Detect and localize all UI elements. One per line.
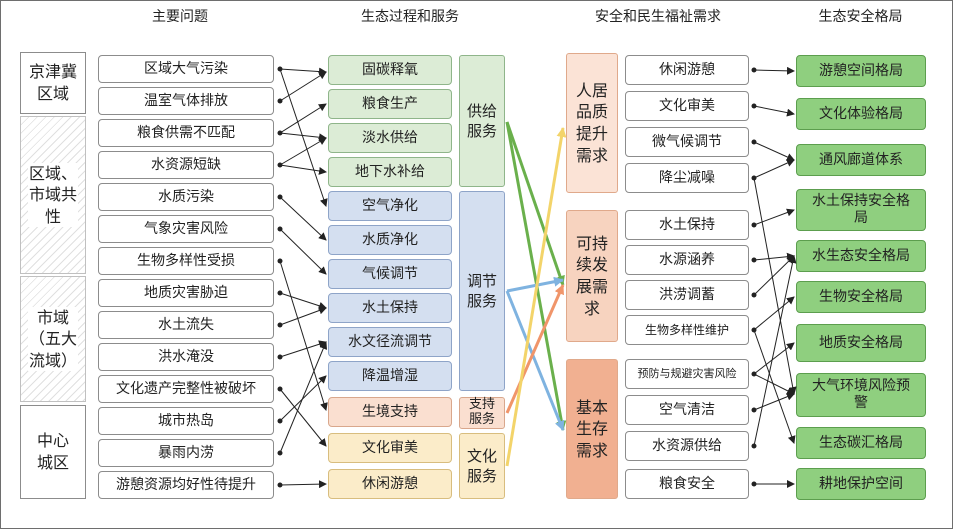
regulate-to-basic-arrow <box>505 290 565 431</box>
need-4: 降尘减噪 <box>625 163 749 193</box>
header-problems: 主要问题 <box>152 9 208 25</box>
problem-14: 游憩资源均好性待提升 <box>98 471 274 499</box>
need-category-label: 基本生存需求 <box>575 397 608 460</box>
service-need-links <box>505 121 567 467</box>
need-security-links <box>753 66 797 488</box>
service-label: 文化服务 <box>466 446 497 485</box>
need-6: 水源涵养 <box>625 245 749 275</box>
service-support: 支持服务 <box>459 397 505 429</box>
region-common: 区域、市域共性 <box>20 116 86 274</box>
process-11: 生境支持 <box>328 397 452 427</box>
process-8: 水土保持 <box>328 293 452 323</box>
problem-12: 城市热岛 <box>98 407 274 435</box>
problem-process-links <box>279 67 328 489</box>
header-processes: 生态过程和服务 <box>361 9 459 25</box>
need-2: 文化审美 <box>625 91 749 121</box>
security-4-label: 水土保持安全格局 <box>812 193 910 226</box>
region-jingjinji: 京津冀区域 <box>20 52 86 114</box>
process-2: 粮食生产 <box>328 89 452 119</box>
problem-10: 洪水淹没 <box>98 343 274 371</box>
problem-11: 文化遗产完整性被破坏 <box>98 375 274 403</box>
support-to-sustainable-arrow <box>505 284 565 414</box>
need-category-label: 可持续发展需求 <box>575 233 608 318</box>
process-3: 淡水供给 <box>328 123 452 153</box>
supply-to-basic-arrow <box>505 121 567 431</box>
need-9-label: 预防与规避灾害风险 <box>637 367 737 381</box>
security-9: 生态碳汇格局 <box>796 427 926 459</box>
regulate-to-quality-arrow <box>506 276 564 293</box>
region-label: 市域（五大流域） <box>28 306 78 372</box>
problem-5: 水质污染 <box>98 183 274 211</box>
culture-to-quality-arrow <box>505 127 567 467</box>
security-2: 文化体验格局 <box>796 98 926 130</box>
security-8: 大气环境风险预警 <box>796 373 926 417</box>
process-9: 水文径流调节 <box>328 327 452 357</box>
security-6: 生物安全格局 <box>796 281 926 313</box>
process-1: 固碳释氧 <box>328 55 452 85</box>
security-1: 游憩空间格局 <box>796 55 926 87</box>
problem-13: 暴雨内涝 <box>98 439 274 467</box>
need-7: 洪涝调蓄 <box>625 280 749 310</box>
process-13: 休闲游憩 <box>328 469 452 499</box>
need-3: 微气候调节 <box>625 127 749 157</box>
need-category-label: 人居品质提升需求 <box>575 80 608 165</box>
problem-7: 生物多样性受损 <box>98 247 274 275</box>
security-10: 耕地保护空间 <box>796 468 926 500</box>
header-needs: 安全和民生福祉需求 <box>595 9 721 25</box>
need-10: 空气清洁 <box>625 395 749 425</box>
problem-3: 粮食供需不匹配 <box>98 119 274 147</box>
problem-6: 气象灾害风险 <box>98 215 274 243</box>
need-9: 预防与规避灾害风险 <box>625 359 749 389</box>
service-label: 供给服务 <box>466 101 497 140</box>
region-label: 中心城区 <box>36 431 69 472</box>
service-culture: 文化服务 <box>459 433 505 499</box>
need-category-quality: 人居品质提升需求 <box>566 53 618 193</box>
security-4: 水土保持安全格局 <box>796 189 926 231</box>
need-8: 生物多样性维护 <box>625 315 749 345</box>
problem-8: 地质灾害胁迫 <box>98 279 274 307</box>
need-dots <box>751 67 757 487</box>
header-security: 生态安全格局 <box>818 9 903 25</box>
problem-9: 水土流失 <box>98 311 274 339</box>
security-8-label: 大气环境风险预警 <box>812 378 910 411</box>
process-10: 降温增湿 <box>328 361 452 391</box>
service-label: 支持服务 <box>468 397 495 427</box>
process-5: 空气净化 <box>328 191 452 221</box>
need-1: 休闲游憩 <box>625 55 749 85</box>
problem-2: 温室气体排放 <box>98 87 274 115</box>
service-label: 调节服务 <box>466 271 497 310</box>
process-12: 文化审美 <box>328 433 452 463</box>
service-supply: 供给服务 <box>459 55 505 187</box>
supply-to-sustainable-arrow <box>505 121 565 286</box>
need-category-basic: 基本生存需求 <box>566 359 618 499</box>
problem-dots <box>277 66 283 488</box>
security-7: 地质安全格局 <box>796 324 926 362</box>
need-5: 水土保持 <box>625 210 749 240</box>
region-center: 中心城区 <box>20 405 86 499</box>
problem-1: 区域大气污染 <box>98 55 274 83</box>
security-5: 水生态安全格局 <box>796 240 926 272</box>
region-label: 京津冀区域 <box>28 62 77 103</box>
process-7: 气候调节 <box>328 259 452 289</box>
process-4: 地下水补给 <box>328 157 452 187</box>
need-12: 粮食安全 <box>625 469 749 499</box>
security-3: 通风廊道体系 <box>796 144 926 176</box>
region-city: 市域（五大流域） <box>20 276 86 402</box>
need-11: 水资源供给 <box>625 431 749 461</box>
need-category-sustainable: 可持续发展需求 <box>566 210 618 342</box>
region-label: 区域、市域共性 <box>28 162 78 228</box>
process-6: 水质净化 <box>328 225 452 255</box>
problem-4: 水资源短缺 <box>98 151 274 179</box>
service-regulate: 调节服务 <box>459 191 505 391</box>
